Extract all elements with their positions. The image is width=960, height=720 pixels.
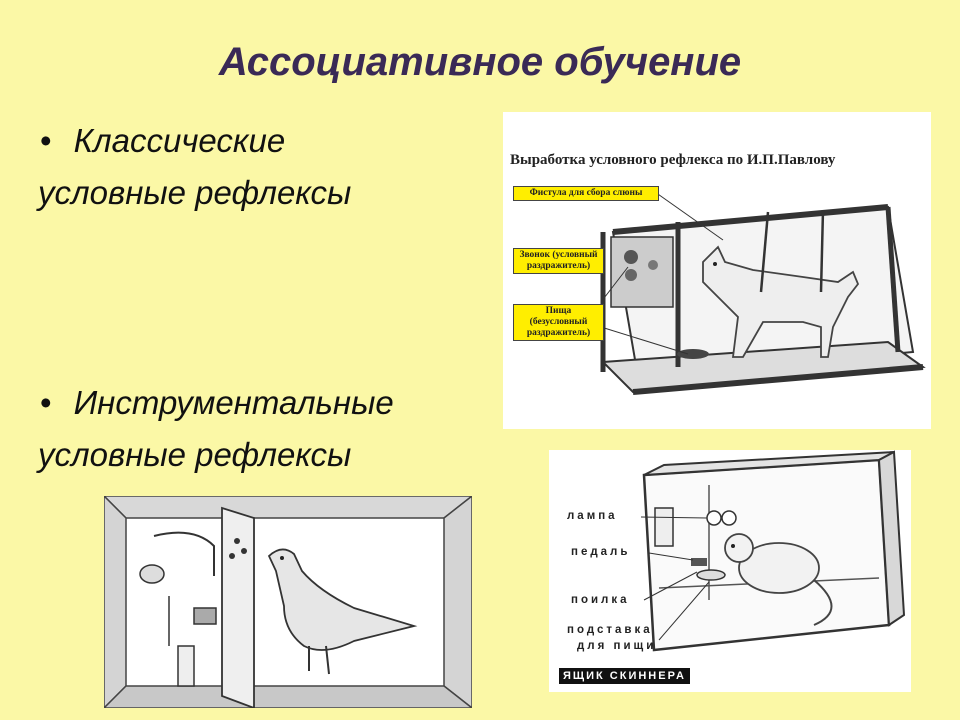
skinner-drawing [640, 450, 906, 652]
pavlov-illustration: Выработка условного рефлекса по И.П.Павл… [503, 112, 931, 429]
label-food: Пища (безусловный раздражитель) [513, 304, 604, 341]
skinner-box-illustration: лампа педаль поилка подставка для пищи Я… [549, 450, 911, 692]
pavlov-title: Выработка условного рефлекса по И.П.Павл… [510, 152, 836, 168]
pavlov-drawing [600, 191, 926, 395]
label-drinker: поилка [571, 594, 630, 606]
bullet-instrumental: • Инструментальные [40, 384, 394, 422]
slide-title: Ассоциативное обучение [218, 40, 742, 84]
label-bell: Звонок (условный раздражитель) [513, 248, 604, 274]
bullet-classical-line1: Классические [73, 122, 286, 159]
pigeon-box-illustration [104, 496, 472, 708]
bullet-instrumental-line2: условные рефлексы [38, 436, 352, 473]
label-lamp: лампа [567, 510, 618, 522]
label-stand-food: для пищи [577, 640, 657, 652]
bullet-classical: • Классические [40, 122, 285, 160]
pigeon-drawing [104, 496, 472, 708]
bullet-dot: • [40, 122, 52, 159]
label-fistula: Фистула для сбора слюны [513, 186, 659, 201]
label-pedal: педаль [571, 546, 631, 558]
bullet-instrumental-line1: Инструментальные [73, 384, 394, 421]
bullet-classical-line2: условные рефлексы [38, 174, 352, 211]
skinner-box-name: ЯЩИК СКИННЕРА [559, 668, 690, 684]
bullet-dot: • [40, 384, 52, 421]
label-stand: подставка [567, 624, 653, 636]
